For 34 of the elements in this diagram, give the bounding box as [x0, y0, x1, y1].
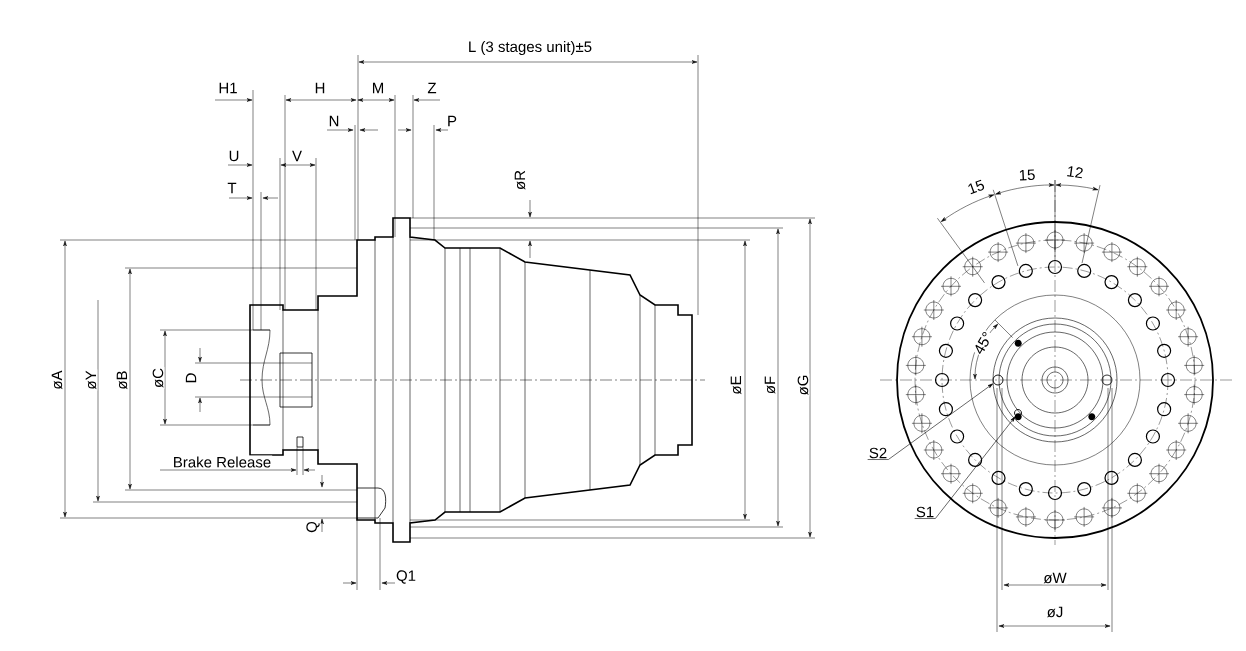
callout-label: S2	[869, 447, 887, 459]
dimension-label: øC	[151, 367, 165, 389]
callout-label: S1	[916, 506, 934, 518]
dimension-label: H	[313, 81, 327, 95]
hole	[992, 374, 1004, 386]
leader-line	[914, 416, 1016, 519]
leader-line	[867, 383, 993, 460]
dimension-label: 45°	[971, 329, 995, 357]
dimension-label: øW	[1042, 571, 1068, 585]
dimension-label: L (3 stages unit)±5	[466, 40, 594, 56]
dimension-label: P	[446, 114, 458, 128]
dimension-label: D	[184, 371, 198, 385]
dimension-label: øF	[763, 374, 777, 396]
dimension-label: H1	[217, 81, 239, 95]
dimension-label: Brake Release	[171, 455, 273, 469]
dimension-label: øR	[513, 169, 527, 191]
dimension-label: M	[370, 81, 386, 95]
dimension-label: N	[327, 114, 341, 128]
dimension-label: T	[226, 181, 238, 195]
dimension-label: øE	[729, 374, 743, 396]
dimension-label: 12	[1064, 164, 1086, 180]
dimension-label: øB	[115, 369, 129, 391]
dimension-label: øY	[84, 369, 98, 391]
dimension-label: 15	[1017, 168, 1037, 182]
dimension-label: øJ	[1045, 605, 1065, 619]
dimension-label: Q	[305, 520, 321, 534]
hole	[1014, 409, 1022, 417]
dimension-label: 15	[965, 177, 987, 197]
dimension-label: øA	[50, 369, 64, 391]
dimension-label: U	[227, 149, 241, 163]
dimension-label: Z	[426, 81, 438, 95]
dimension-label: øG	[796, 373, 810, 397]
dimension-label: Q1	[395, 569, 417, 585]
dimension-label: V	[291, 149, 303, 163]
